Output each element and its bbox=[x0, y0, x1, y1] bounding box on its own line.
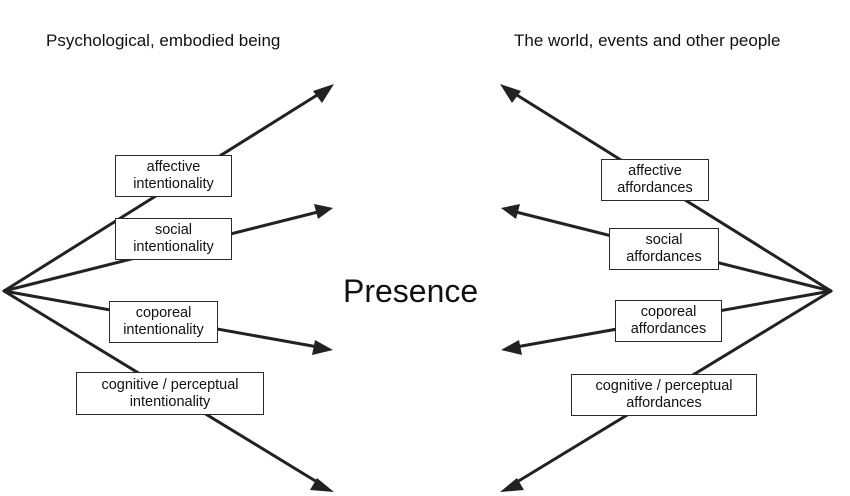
label-box-cognitive-intentionality: cognitive / perceptual intentionality bbox=[76, 372, 264, 415]
label-line: cognitive / perceptual bbox=[595, 378, 733, 394]
left-arrowhead-social bbox=[314, 204, 333, 219]
label-line: intentionality bbox=[129, 393, 211, 410]
left-arrowhead-cognitive bbox=[310, 478, 334, 492]
label-line: cognitive / perceptual bbox=[101, 376, 239, 393]
label-box-affective-intentionality: affective intentionality bbox=[115, 155, 232, 197]
label-line: affective bbox=[146, 159, 201, 175]
label-line: affective bbox=[628, 163, 682, 179]
left-arrowhead-affective bbox=[313, 84, 334, 103]
label-line: social bbox=[154, 222, 193, 238]
heading-right: The world, events and other people bbox=[514, 31, 781, 50]
label-line: affordances bbox=[617, 180, 693, 196]
label-line: intentionality bbox=[123, 322, 204, 338]
right-arrowhead-social bbox=[501, 204, 520, 219]
label-box-coporeal-intentionality: coporeal intentionality bbox=[109, 301, 218, 343]
label-line: intentionality bbox=[133, 239, 214, 255]
label-box-social-affordances: social affordances bbox=[609, 228, 719, 270]
label-line: affordances bbox=[630, 321, 707, 337]
label-box-social-intentionality: social intentionality bbox=[115, 218, 232, 260]
label-line: intentionality bbox=[133, 176, 214, 192]
left-arrowhead-coporeal bbox=[312, 340, 333, 355]
right-arrowhead-coporeal bbox=[501, 340, 522, 355]
heading-left: Psychological, embodied being bbox=[46, 31, 281, 50]
center-title: Presence bbox=[343, 273, 479, 309]
right-arrowhead-cognitive bbox=[500, 478, 524, 492]
label-line: coporeal bbox=[640, 304, 697, 320]
label-box-coporeal-affordances: coporeal affordances bbox=[615, 300, 722, 342]
label-line: coporeal bbox=[135, 305, 192, 321]
label-box-cognitive-affordances: cognitive / perceptual affordances bbox=[571, 374, 757, 416]
label-box-affective-affordances: affective affordances bbox=[601, 159, 709, 201]
label-line: affordances bbox=[626, 395, 702, 411]
label-line: affordances bbox=[626, 249, 702, 265]
right-arrowhead-affective bbox=[500, 84, 521, 103]
label-line: social bbox=[645, 232, 683, 248]
